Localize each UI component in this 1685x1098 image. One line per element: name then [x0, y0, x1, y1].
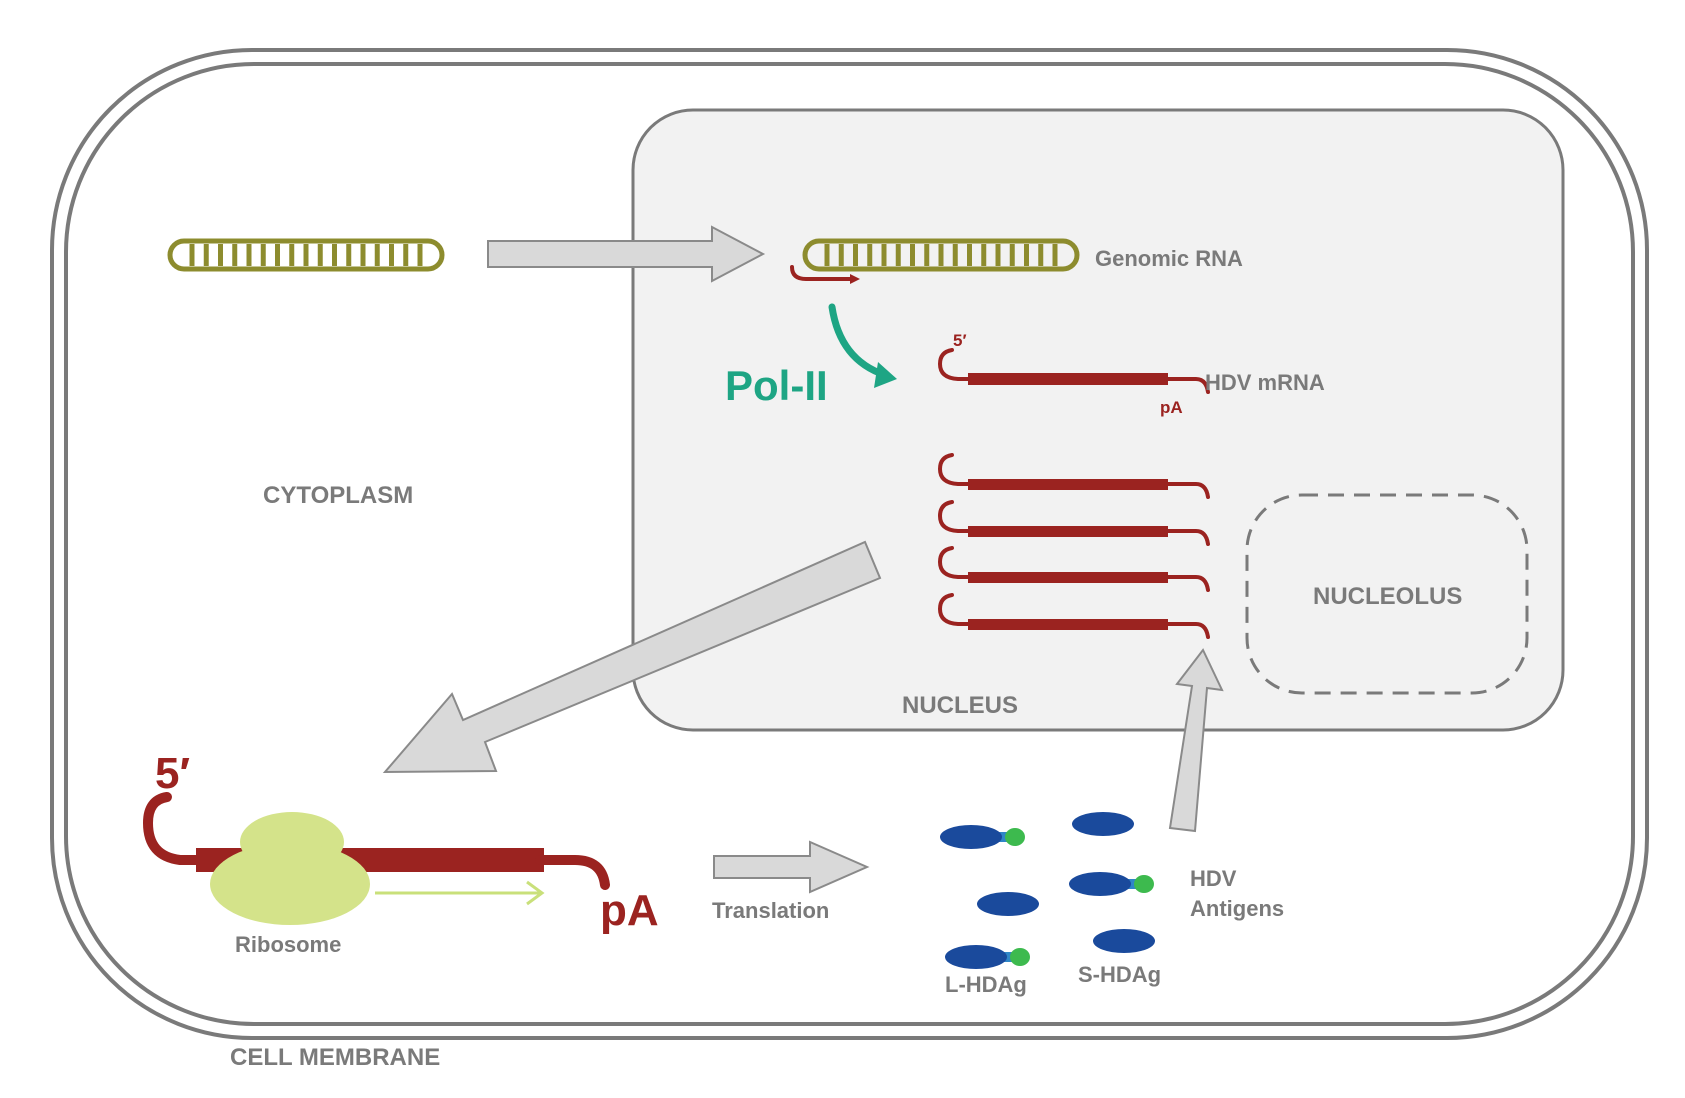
pol-ii-arrow	[828, 303, 897, 388]
l-hdag-protein	[940, 825, 1025, 849]
hdv-antigens-label-line1: HDV	[1190, 866, 1237, 891]
mrna-coding-region	[968, 526, 1168, 537]
s-hdag-label: S-HDAg	[1078, 962, 1161, 987]
import-arrow	[487, 225, 766, 283]
cell-membrane	[50, 48, 1649, 1040]
nucleus-label: NUCLEUS	[902, 692, 1018, 719]
large-mrna-5prime-label: 5′	[155, 749, 190, 798]
mrna-5prime-cap	[937, 348, 972, 381]
l-hdag-protein	[1069, 872, 1154, 896]
mrna-5prime-cap	[937, 593, 972, 626]
antigen-farnesyl-tag	[1134, 875, 1154, 893]
hdv-mrna	[937, 348, 1210, 394]
l-hdag-label: L-HDAg	[945, 972, 1027, 997]
s-hdag-protein	[977, 892, 1039, 916]
antigen-farnesyl-tag	[1010, 948, 1030, 966]
antigen-body	[1072, 812, 1134, 836]
genomic-rna-outline	[167, 238, 445, 272]
cell-membrane-label: CELL MEMBRANE	[230, 1044, 440, 1071]
antigen-body	[977, 892, 1039, 916]
elongation-arrowhead	[526, 880, 545, 906]
antigen-import-arrow	[1168, 648, 1224, 833]
primer-arrowhead	[850, 274, 860, 284]
mrna-5prime-cap	[937, 500, 972, 533]
mrna-polya-label: pA	[1160, 398, 1183, 417]
mrna-3prime-tail	[1164, 482, 1210, 499]
nucleolus-label: NUCLEOLUS	[1313, 583, 1462, 610]
mrna-copy	[937, 546, 1210, 592]
mrna-5prime-cap	[937, 546, 972, 579]
antigen-body	[945, 945, 1007, 969]
genomic-rna-outline	[802, 238, 1080, 272]
pol-ii-arrow-curve	[828, 303, 889, 379]
nucleus	[631, 108, 1565, 732]
antigen-body	[1093, 929, 1155, 953]
elongation-arrow	[375, 880, 545, 906]
genomic-rna-label: Genomic RNA	[1095, 246, 1243, 271]
mrna-3prime-tail	[1164, 529, 1210, 546]
mrna-coding-region	[968, 373, 1168, 385]
cell-membrane-outer	[50, 48, 1649, 1040]
mrna-3prime-tail	[1164, 575, 1210, 592]
large-mrna-3prime-tail	[535, 855, 610, 890]
mrna-5prime-label: 5′	[953, 331, 967, 350]
antigen-farnesyl-tag	[1005, 828, 1025, 846]
export-arrow	[382, 540, 882, 774]
mrna-3prime-tail	[1164, 622, 1210, 639]
l-hdag-protein	[945, 945, 1030, 969]
antigen-body	[940, 825, 1002, 849]
ribosome-large-subunit	[210, 843, 370, 925]
pol-ii-label: Pol-II	[725, 362, 828, 409]
mrna-coding-region	[968, 479, 1168, 490]
hdv-antigens	[940, 812, 1155, 969]
large-mrna-polya-label: pA	[600, 886, 659, 935]
genomic-rna-cytoplasm	[167, 238, 445, 272]
translation-label: Translation	[712, 898, 829, 923]
translation-arrow	[713, 840, 870, 894]
primer-line	[790, 265, 854, 281]
cell-membrane-inner	[64, 62, 1635, 1026]
mrna-coding-region	[968, 619, 1168, 630]
ribosome-label: Ribosome	[235, 932, 341, 957]
cytoplasm-label: CYTOPLASM	[263, 482, 413, 509]
mrna-5prime-cap	[937, 453, 972, 486]
s-hdag-protein	[1093, 929, 1155, 953]
ribosome	[210, 812, 370, 925]
mrna-coding-region	[968, 572, 1168, 583]
translating-mrna	[142, 792, 610, 925]
mrna-copy	[937, 593, 1210, 639]
nucleolus	[1245, 493, 1529, 695]
genomic-rna-nucleus	[802, 238, 1080, 272]
transcript-primer	[790, 265, 860, 284]
pol-ii-arrowhead	[874, 362, 897, 388]
antigen-body	[1069, 872, 1131, 896]
mrna-copy	[937, 500, 1210, 546]
mrna-copy	[937, 453, 1210, 499]
mrna-copies	[937, 453, 1210, 639]
hdv-antigens-label-line2: Antigens	[1190, 896, 1284, 921]
s-hdag-protein	[1072, 812, 1134, 836]
mrna-3prime-tail	[1164, 377, 1210, 394]
large-mrna-5prime-cap	[142, 792, 210, 865]
hdv-mrna-label: HDV mRNA	[1205, 370, 1325, 395]
